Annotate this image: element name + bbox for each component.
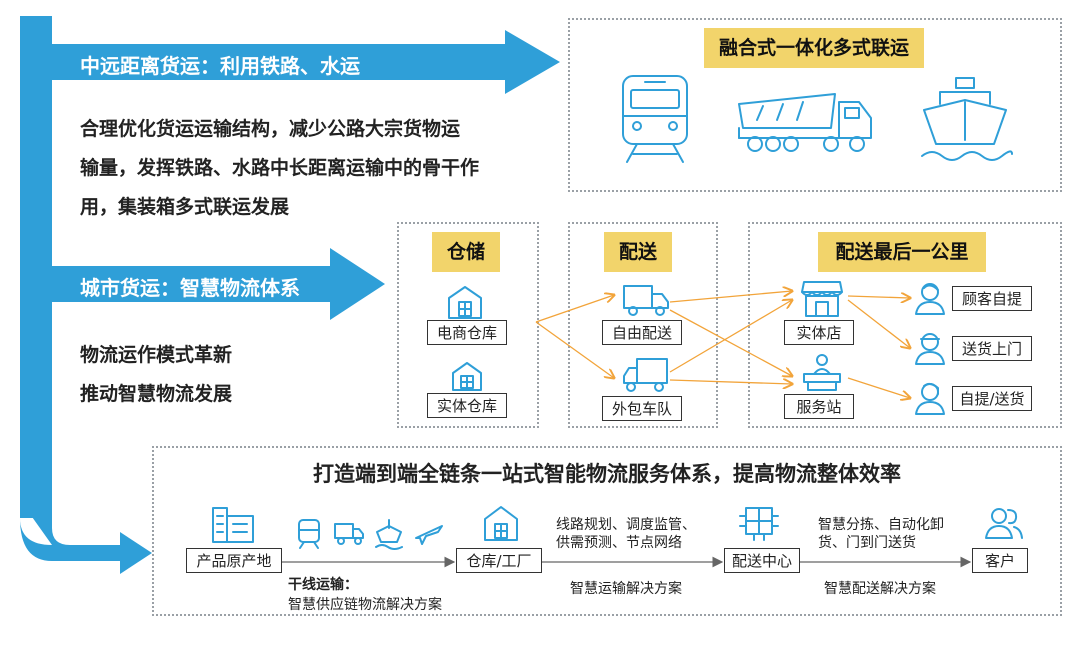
store-label: 实体店 [784, 320, 854, 345]
ecommerce-warehouse-icon [448, 286, 482, 319]
top-description-line: 用，集装箱多式联运发展 [80, 196, 290, 218]
top-description-line: 输量，发挥铁路、水路中长距离运输中的骨干作 [80, 157, 480, 179]
storage-title: 仓储 [432, 232, 500, 272]
physical-warehouse-label: 实体仓库 [427, 393, 507, 418]
route-services-line: 线路规划、调度监管、 [556, 517, 696, 533]
middle-description-line: 推动智慧物流发展 [80, 383, 233, 405]
top-description: 合理优化货运运输结构，减少公路大宗货物运 输量，发挥铁路、水路中长距离运输中的骨… [80, 110, 530, 227]
ecommerce-warehouse-label: 电商仓库 [427, 320, 507, 345]
end-to-end-title: 打造端到端全链条一站式智能物流服务体系，提高物流整体效率 [313, 462, 901, 486]
trunk-transport-solution: 智慧供应链物流解决方案 [288, 597, 442, 613]
delivery-box [568, 222, 718, 428]
multimodal-box [568, 18, 1062, 192]
warehouse-icon [484, 506, 518, 541]
route-services-line: 供需预测、节点网络 [556, 535, 682, 551]
customer-pickup-label: 顾客自提 [952, 286, 1032, 311]
store-icon [801, 281, 843, 317]
free-delivery-truck-icon [623, 285, 669, 316]
delivery-title: 配送 [604, 232, 672, 272]
customers-group-icon [985, 508, 1023, 539]
top-arrow-label: 中远距离货运：利用铁路、水运 [80, 54, 360, 78]
middle-description: 物流运作模式革新 推动智慧物流发展 [80, 336, 330, 414]
origin-node: 产品原产地 [186, 548, 282, 573]
middle-description-line: 物流运作模式革新 [80, 344, 233, 366]
service-station-label: 服务站 [784, 394, 854, 419]
customer-node: 客户 [972, 548, 1028, 573]
distribution-services-line: 智慧分拣、自动化卸 [818, 517, 944, 533]
customer-pickup-icon [915, 283, 945, 315]
small-train-icon [298, 519, 320, 549]
small-ship-icon [375, 519, 403, 550]
multimodal-title: 融合式一体化多式联运 [704, 28, 924, 68]
distribution-services-line: 货、门到门送货 [818, 535, 916, 551]
free-delivery-label: 自由配送 [602, 320, 682, 345]
trunk-transport-label: 干线运输： [288, 577, 358, 593]
outsourced-fleet-label: 外包车队 [602, 396, 682, 421]
distribution-center-icon [739, 507, 779, 541]
ship-icon [921, 77, 1013, 161]
home-delivery-label: 送货上门 [952, 336, 1032, 361]
warehouse-factory-node: 仓库/工厂 [456, 548, 542, 573]
home-delivery-icon [915, 333, 945, 365]
distribution-center-node: 配送中心 [724, 548, 800, 573]
storage-box [397, 222, 539, 428]
dump-truck-icon [738, 93, 872, 152]
top-description-line: 合理优化货运运输结构，减少公路大宗货物运 [80, 118, 461, 140]
physical-warehouse-icon [452, 362, 482, 391]
service-station-icon [803, 354, 841, 391]
middle-arrow-label: 城市货运：智慧物流体系 [80, 276, 300, 300]
train-icon [622, 75, 688, 163]
transport-solution-label: 智慧运输解决方案 [570, 581, 682, 597]
factory-building-icon [212, 507, 254, 543]
pickup-or-delivery-icon [915, 382, 945, 415]
small-airplane-icon [415, 525, 443, 545]
distribution-solution-label: 智慧配送解决方案 [824, 581, 936, 597]
end-to-end-box [152, 446, 1062, 616]
pickup-or-delivery-label: 自提/送货 [952, 386, 1032, 411]
small-truck-icon [334, 523, 364, 545]
last-mile-title: 配送最后一公里 [818, 232, 986, 272]
outsourced-fleet-truck-icon [623, 358, 668, 392]
